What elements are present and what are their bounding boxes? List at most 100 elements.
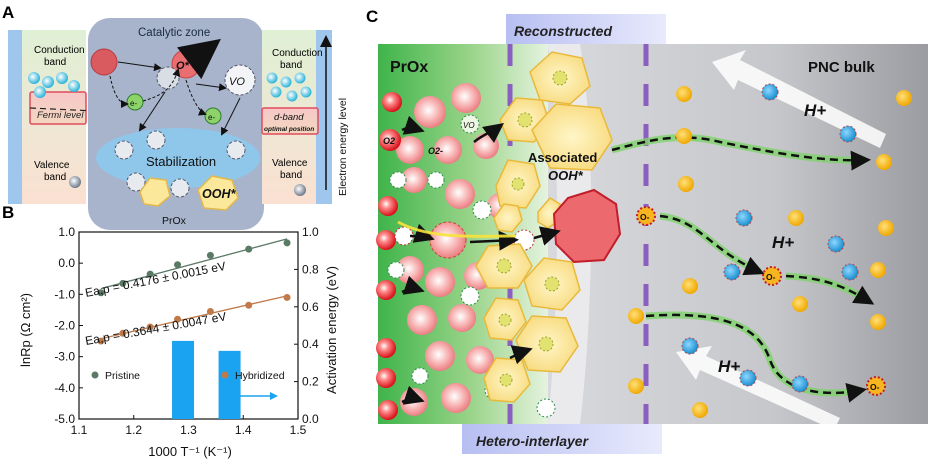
- data-point-pristine: [119, 279, 127, 287]
- y-tick-label: -1.0: [54, 287, 75, 301]
- right-conduction-electrons: [266, 72, 312, 102]
- optimal-position-label: optimal position: [264, 126, 314, 133]
- data-point-pristine: [245, 245, 253, 253]
- legend-hybridized-label: Hybridized: [235, 370, 285, 382]
- a-arrow-7: [221, 97, 241, 136]
- y2-tick-label: 0.4: [302, 337, 319, 351]
- right-conduction-label-1: Conduction: [272, 48, 323, 59]
- o-minus-label-1: O-: [640, 212, 650, 222]
- left-conduction-electrons: [28, 72, 80, 98]
- left-conduction-label-1: Conduction: [34, 45, 85, 56]
- o-star-arrow: [177, 38, 221, 80]
- left-valence-label-1: Valence: [34, 160, 70, 171]
- a-arrow-4: [195, 83, 227, 92]
- active-site-octagon: [552, 188, 622, 264]
- d-band-label: d-band: [274, 112, 304, 123]
- x-tick-label: 1.4: [235, 423, 252, 437]
- stabilization-label: Stabilization: [146, 154, 216, 169]
- h-plus-label-3: H+: [718, 357, 740, 376]
- polygon-centers: [496, 70, 568, 387]
- right-electrode: [316, 30, 332, 204]
- y-tick-label: -5.0: [54, 412, 75, 426]
- left-valence-hole: [69, 176, 81, 188]
- left-conduction-label-2: band: [44, 57, 66, 68]
- a-arrow-6: [138, 91, 166, 132]
- hetero-banner: [462, 424, 662, 454]
- h-plus-label-2: H+: [772, 233, 794, 252]
- fit-line-pristine: [100, 238, 288, 290]
- panel-a: A Conduction band Fermi level Valence ba…: [2, 3, 349, 230]
- reconstructed-banner: [506, 14, 666, 44]
- y-axis-label-right: Activation energy (eV): [324, 266, 339, 394]
- vo-site: [224, 64, 256, 96]
- proton-path-arrow-1: [712, 50, 886, 148]
- prox-label-a: PrOx: [162, 215, 187, 227]
- catalytic-zone-label: Catalytic zone: [138, 27, 210, 39]
- panel-a-letter: A: [2, 3, 14, 22]
- vo-label: VO: [229, 76, 245, 88]
- data-point-hybridized: [245, 301, 253, 309]
- data-point-hybridized: [283, 293, 291, 301]
- o2-minus-label: O2-: [428, 146, 443, 156]
- legend-pristine-marker: [91, 371, 99, 379]
- data-point-pristine: [174, 261, 182, 269]
- panel-b-letter: B: [2, 203, 14, 222]
- x-tick-label: 1.2: [125, 423, 142, 437]
- left-electrode: [8, 30, 22, 204]
- yellow-dots: [628, 86, 912, 418]
- pink-particles: [396, 83, 513, 416]
- electron-2-label: e-: [208, 113, 215, 122]
- energy-axis-label: Electron energy level: [337, 98, 349, 196]
- o-minus-label-2: O-: [766, 272, 776, 282]
- fit-line-hybridized: [100, 295, 288, 340]
- data-point-hybridized: [174, 315, 182, 323]
- left-valence-label-2: band: [44, 172, 66, 183]
- data-points: [97, 239, 291, 345]
- x-axis-label: 1000 T⁻¹ (K⁻¹): [148, 444, 232, 459]
- y2-tick-label: 0.6: [302, 300, 319, 314]
- x-tick-label: 1.1: [71, 423, 88, 437]
- y2-tick-label: 1.0: [302, 225, 319, 239]
- stabilization-vacancies: [114, 130, 246, 198]
- activation-bar: [172, 340, 195, 419]
- yellow-flow-path: [397, 220, 517, 238]
- data-point-hybridized: [97, 337, 105, 345]
- right-conduction-label-2: band: [280, 60, 302, 71]
- y2-tick-label: 0.8: [302, 262, 319, 276]
- y2-tick-label: 0.0: [302, 412, 319, 426]
- data-point-pristine: [283, 239, 291, 247]
- stabilization-ooh-poly-1: [139, 177, 171, 207]
- a-arrow-5: [185, 79, 207, 116]
- o-star-label: O*: [176, 60, 190, 72]
- y-tick-label: 0.0: [58, 256, 75, 270]
- oxygen-reactant: [90, 48, 118, 76]
- fit-lines: [100, 238, 288, 340]
- o2-label: O2: [383, 136, 395, 146]
- a-arrow-3: [117, 61, 162, 72]
- data-point-hybridized: [206, 307, 214, 315]
- right-valence-label-1: Valence: [272, 158, 308, 169]
- hetero-interlayer-label: Hetero-interlayer: [476, 433, 590, 449]
- oxygen-flow-arrows: [611, 133, 875, 403]
- activation-bars: [172, 340, 241, 419]
- proton-path-arrow-2: [676, 346, 840, 430]
- panel-c: C Reconstructed Hetero-interlayer PrOx P…: [366, 7, 928, 454]
- y2-tick-label: 0.2: [302, 375, 319, 389]
- data-point-pristine: [97, 289, 105, 297]
- right-valence-label-2: band: [280, 170, 302, 181]
- panel-c-letter: C: [366, 7, 378, 26]
- y-tick-label: 1.0: [58, 225, 75, 239]
- adsorption-arrows: [401, 115, 561, 405]
- reconstructed-label: Reconstructed: [514, 23, 612, 39]
- o-minus-label-3: O-: [870, 382, 880, 392]
- pnc-bulk-label: PNC bulk: [808, 59, 875, 76]
- fermi-level-label: Fermi level: [37, 110, 84, 121]
- right-valence-hole: [294, 184, 306, 196]
- y-tick-label: -2.0: [54, 319, 75, 333]
- activation-bar: [218, 350, 241, 419]
- y-tick-label: -4.0: [54, 381, 75, 395]
- data-point-pristine: [206, 251, 214, 259]
